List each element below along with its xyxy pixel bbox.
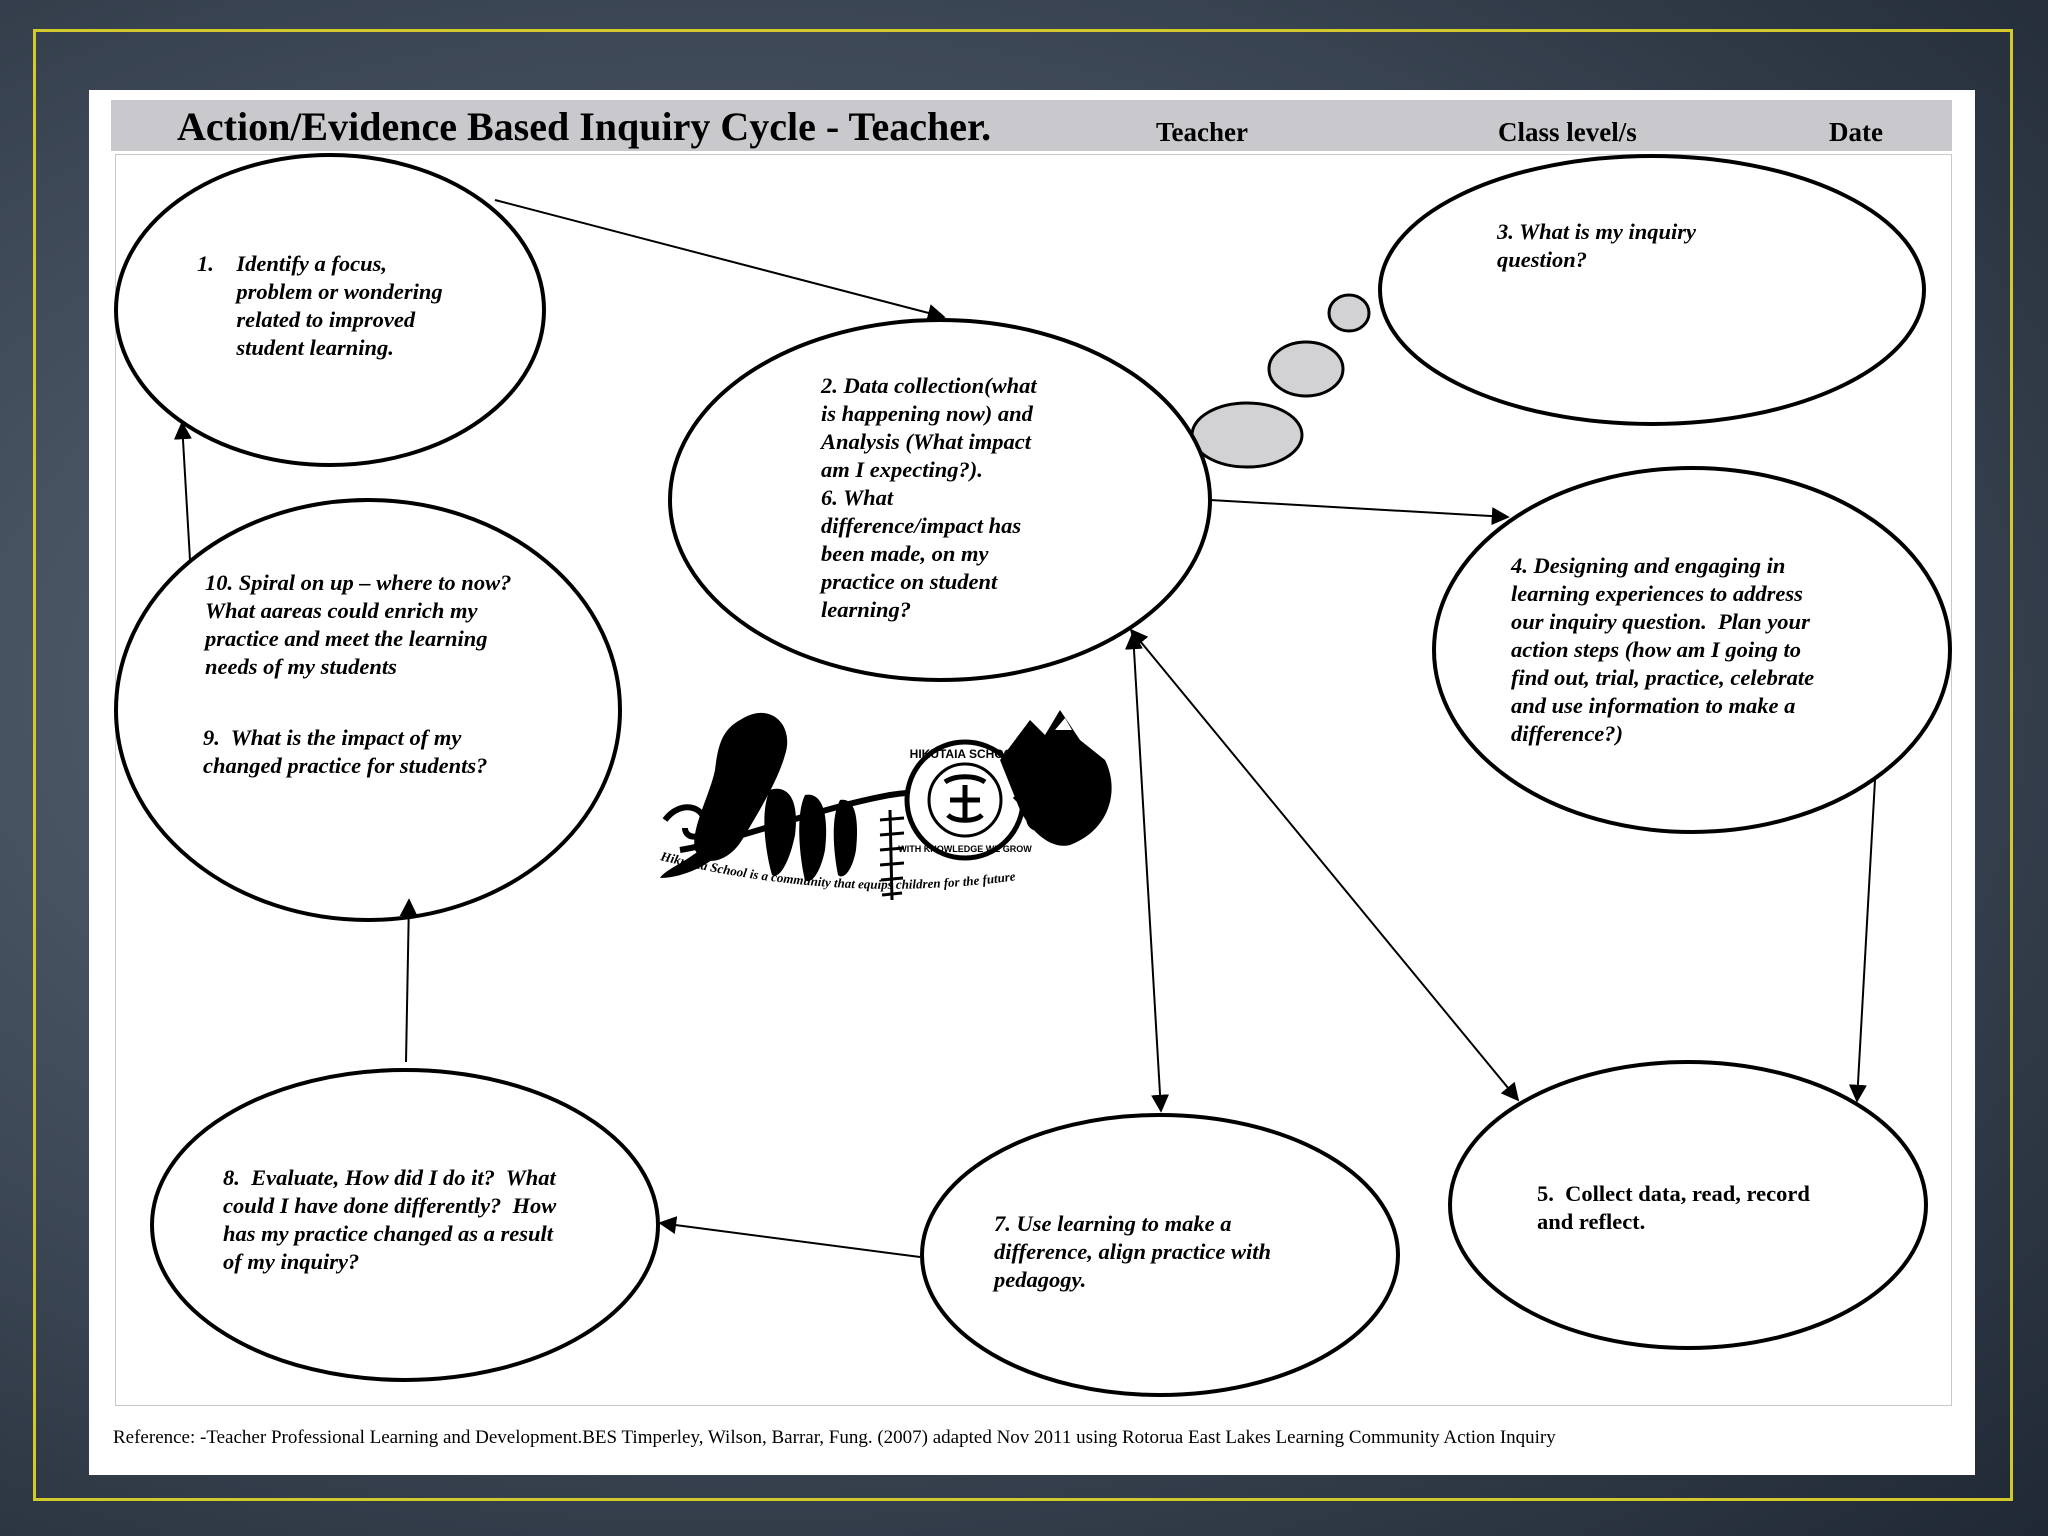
node-1-line: student learning. — [197, 335, 394, 360]
node-10-line: needs of my students — [205, 654, 397, 679]
mountains — [1000, 710, 1112, 846]
bird-silhouette — [694, 712, 788, 861]
node-5-line: and reflect. — [1537, 1209, 1646, 1234]
arrow-10-to-1 — [173, 421, 192, 561]
node-3-line: question? — [1497, 247, 1588, 272]
node-9-text: 9. What is the impact of my changed prac… — [203, 724, 487, 780]
node-2-line: practice on student — [821, 569, 998, 594]
diagram-title: Action/Evidence Based Inquiry Cycle - Te… — [177, 104, 992, 149]
node-4-line: and use information to make a — [1511, 693, 1796, 718]
seal-motto: WITH KNOWLEDGE WE GROW — [898, 844, 1032, 854]
class-level-label: Class level/s — [1498, 117, 1637, 147]
node-2-text: 2. Data collection(what is happening now… — [821, 372, 1037, 624]
node-2-line: is happening now) and — [821, 401, 1033, 426]
diagram-frame — [115, 154, 1952, 1406]
node-7-line: 7. Use learning to make a — [994, 1211, 1232, 1236]
node-1-identify-focus — [114, 153, 546, 467]
node-7-line: pedagogy. — [994, 1267, 1087, 1292]
arrow-4-to-5 — [1848, 779, 1876, 1103]
arrow-2-to-7-bidirectional — [1124, 631, 1170, 1113]
teacher-label: Teacher — [1156, 117, 1248, 147]
node-5-text: 5. Collect data, read, record and reflec… — [1537, 1180, 1810, 1236]
node-2-line: 2. Data collection(what — [821, 373, 1037, 398]
node-7-text: 7. Use learning to make a difference, al… — [994, 1210, 1271, 1294]
node-4-line: find out, trial, practice, celebrate — [1511, 665, 1815, 690]
node-8-line: has my practice changed as a result — [223, 1221, 553, 1246]
thought-bubble-large — [1190, 401, 1304, 469]
node-4-line: learning experiences to address — [1511, 581, 1803, 606]
node-1-line: 1. Identify a focus, — [197, 251, 387, 276]
node-8-line: could I have done differently? How — [223, 1193, 557, 1218]
node-2-line: Analysis (What impact — [821, 429, 1032, 454]
flower-pods — [764, 788, 858, 882]
mountain-snow — [1055, 718, 1072, 730]
fern-icon — [879, 809, 905, 901]
node-4-line: action steps (how am I going to — [1511, 637, 1802, 662]
node-3-text: 3. What is my inquiry question? — [1497, 218, 1696, 274]
node-5-line: 5. Collect data, read, record — [1537, 1181, 1810, 1206]
node-2-line: 6. What — [821, 485, 894, 510]
node-1-line: related to improved — [197, 307, 416, 332]
thought-bubble-small — [1327, 293, 1371, 333]
seal-emblem — [943, 774, 987, 823]
node-3-inquiry-question — [1378, 154, 1926, 426]
thought-bubble-medium — [1267, 340, 1345, 398]
school-logo: HIKUTAIA SCHOOL WITH KNOWLEDGE WE GROW H… — [658, 710, 1112, 901]
slide-border — [33, 29, 2013, 1501]
arrow-2-to-5-bidirectional — [1129, 628, 1520, 1102]
node-3-line: 3. What is my inquiry — [1497, 219, 1697, 244]
node-1-text: 1. Identify a focus, problem or wonderin… — [197, 250, 443, 362]
node-4-text: 4. Designing and engaging in learning ex… — [1511, 552, 1814, 748]
node-10-line: What aareas could enrich my — [205, 598, 478, 623]
arrow-8-to-9 — [399, 898, 418, 1063]
reference-footnote: Reference: -Teacher Professional Learnin… — [113, 1427, 1556, 1448]
node-10-line: practice and meet the learning — [205, 626, 488, 651]
node-8-evaluate — [150, 1068, 660, 1382]
seal-school-name: HIKUTAIA SCHOOL — [910, 747, 1021, 761]
swirl-left — [662, 804, 709, 840]
node-5-collect-data — [1448, 1060, 1928, 1350]
arrow-2-to-4 — [1209, 499, 1510, 526]
bird-tail — [660, 850, 712, 878]
node-2-line: been made, on my — [821, 541, 989, 566]
node-8-line: of my inquiry? — [223, 1249, 360, 1274]
node-8-text: 8. Evaluate, How did I do it? What could… — [223, 1164, 556, 1276]
node-10-line: 10. Spiral on up – where to now? — [205, 570, 512, 595]
node-4-line: difference?) — [1511, 721, 1624, 746]
node-1-line: problem or wondering — [197, 279, 443, 304]
node-9-10-spiral — [114, 498, 622, 922]
node-9-line: changed practice for students? — [203, 753, 488, 778]
node-7-use-learning — [920, 1113, 1400, 1397]
swirl-right — [1012, 789, 1056, 832]
date-label: Date — [1829, 117, 1883, 147]
node-4-line: 4. Designing and engaging in — [1511, 553, 1786, 578]
node-8-line: 8. Evaluate, How did I do it? What — [223, 1165, 556, 1190]
node-7-line: difference, align practice with — [994, 1239, 1272, 1264]
node-2-line: learning? — [821, 597, 912, 622]
node-2-line: am I expecting?). — [821, 457, 983, 482]
header-bar — [111, 100, 1952, 151]
node-4-line: our inquiry question. Plan your — [1511, 609, 1810, 634]
arrow-7-to-8 — [658, 1216, 921, 1258]
node-2-line: difference/impact has — [821, 513, 1022, 538]
node-9-line: 9. What is the impact of my — [203, 725, 462, 750]
node-10-text: 10. Spiral on up – where to now? What aa… — [205, 569, 511, 681]
arrow-1-to-2 — [494, 199, 946, 322]
